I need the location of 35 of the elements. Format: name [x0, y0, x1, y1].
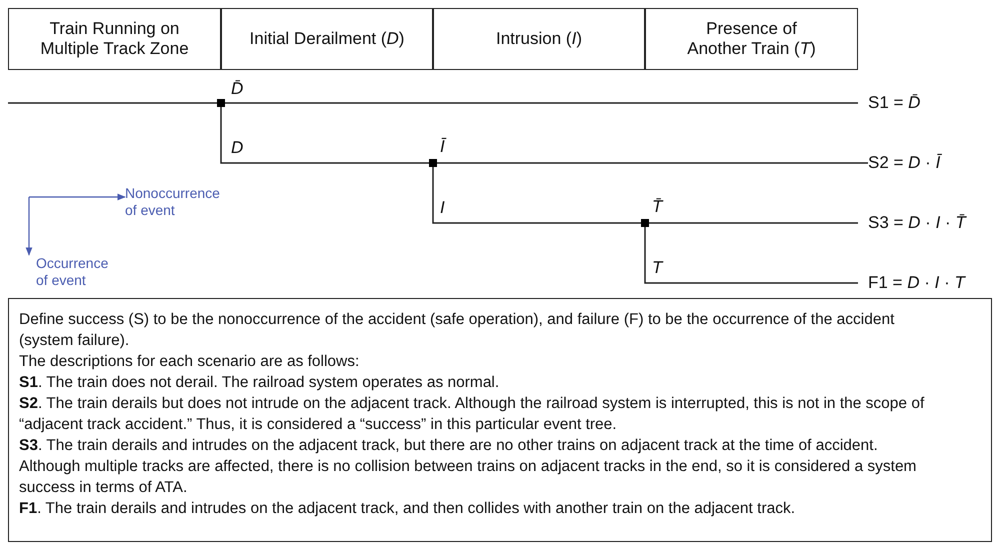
paragraph: S3. The train derails and intrudes on the adjacent track, but there are no other trains on adjacent track at the time of accident. Although multiple tracks are affected, there is no collision between trains on adjacent tracks in the end, so it is considered a system success in terms of ATA.: [19, 436, 918, 498]
paragraph: F1. The train derails and intrudes on the adjacent track, and then collides with another train on the adjacent track.: [19, 499, 796, 519]
branch-line: [8, 102, 217, 104]
legend-text: Nonoccurrence of event: [125, 185, 225, 221]
edge-label: T: [652, 259, 662, 277]
edge-label: D̄: [231, 80, 244, 98]
paragraph: S2. The train derails but does not intrude on the adjacent track. Although the railroad system is interrupted, this is not in the scope of “adjacent track accident.” Thus, it is considered a “success” in this particular event tree.: [19, 394, 926, 435]
paragraph: The descriptions for each scenario are as follows:: [19, 352, 360, 372]
edge-label: Ī: [440, 138, 445, 156]
column-header: Train Running on Multiple Track Zone: [8, 8, 221, 70]
edge-label: I: [440, 199, 445, 217]
edge-label: T̄: [652, 198, 662, 216]
arrow: [26, 197, 32, 256]
outcome-formula: S1 = D̄: [868, 92, 993, 114]
outcome-formula: S3 = D · I · T̄: [868, 212, 996, 234]
paragraph: Define success (S) to be the nonoccurrence of the accident (safe operation), and failure (F) to be the occurrence of the accident (system failure).: [19, 310, 896, 351]
branch-line: [432, 167, 641, 224]
branch-point-square: [641, 219, 649, 227]
branch-line: [220, 107, 429, 164]
branch-point-square: [429, 159, 437, 167]
branch-line: [644, 227, 858, 284]
column-header: Intrusion (I): [433, 8, 645, 70]
edge-label: D: [231, 139, 244, 157]
arrow: [29, 194, 126, 200]
branch-point-square: [217, 99, 225, 107]
outcome-formula: F1 = D · I · T: [868, 272, 993, 294]
legend-text: Occurrence of event: [24, 255, 119, 291]
branch-line: [437, 162, 868, 164]
branch-line: [649, 222, 858, 224]
column-header: Presence of Another Train (T): [645, 8, 858, 70]
column-header: Initial Derailment (D): [221, 8, 433, 70]
text-panel: [8, 298, 992, 542]
outcome-formula: S2 = D · Ī: [868, 152, 993, 174]
paragraph: S1. The train does not derail. The railroad system operates as normal.: [19, 373, 500, 393]
branch-line: [225, 102, 858, 104]
